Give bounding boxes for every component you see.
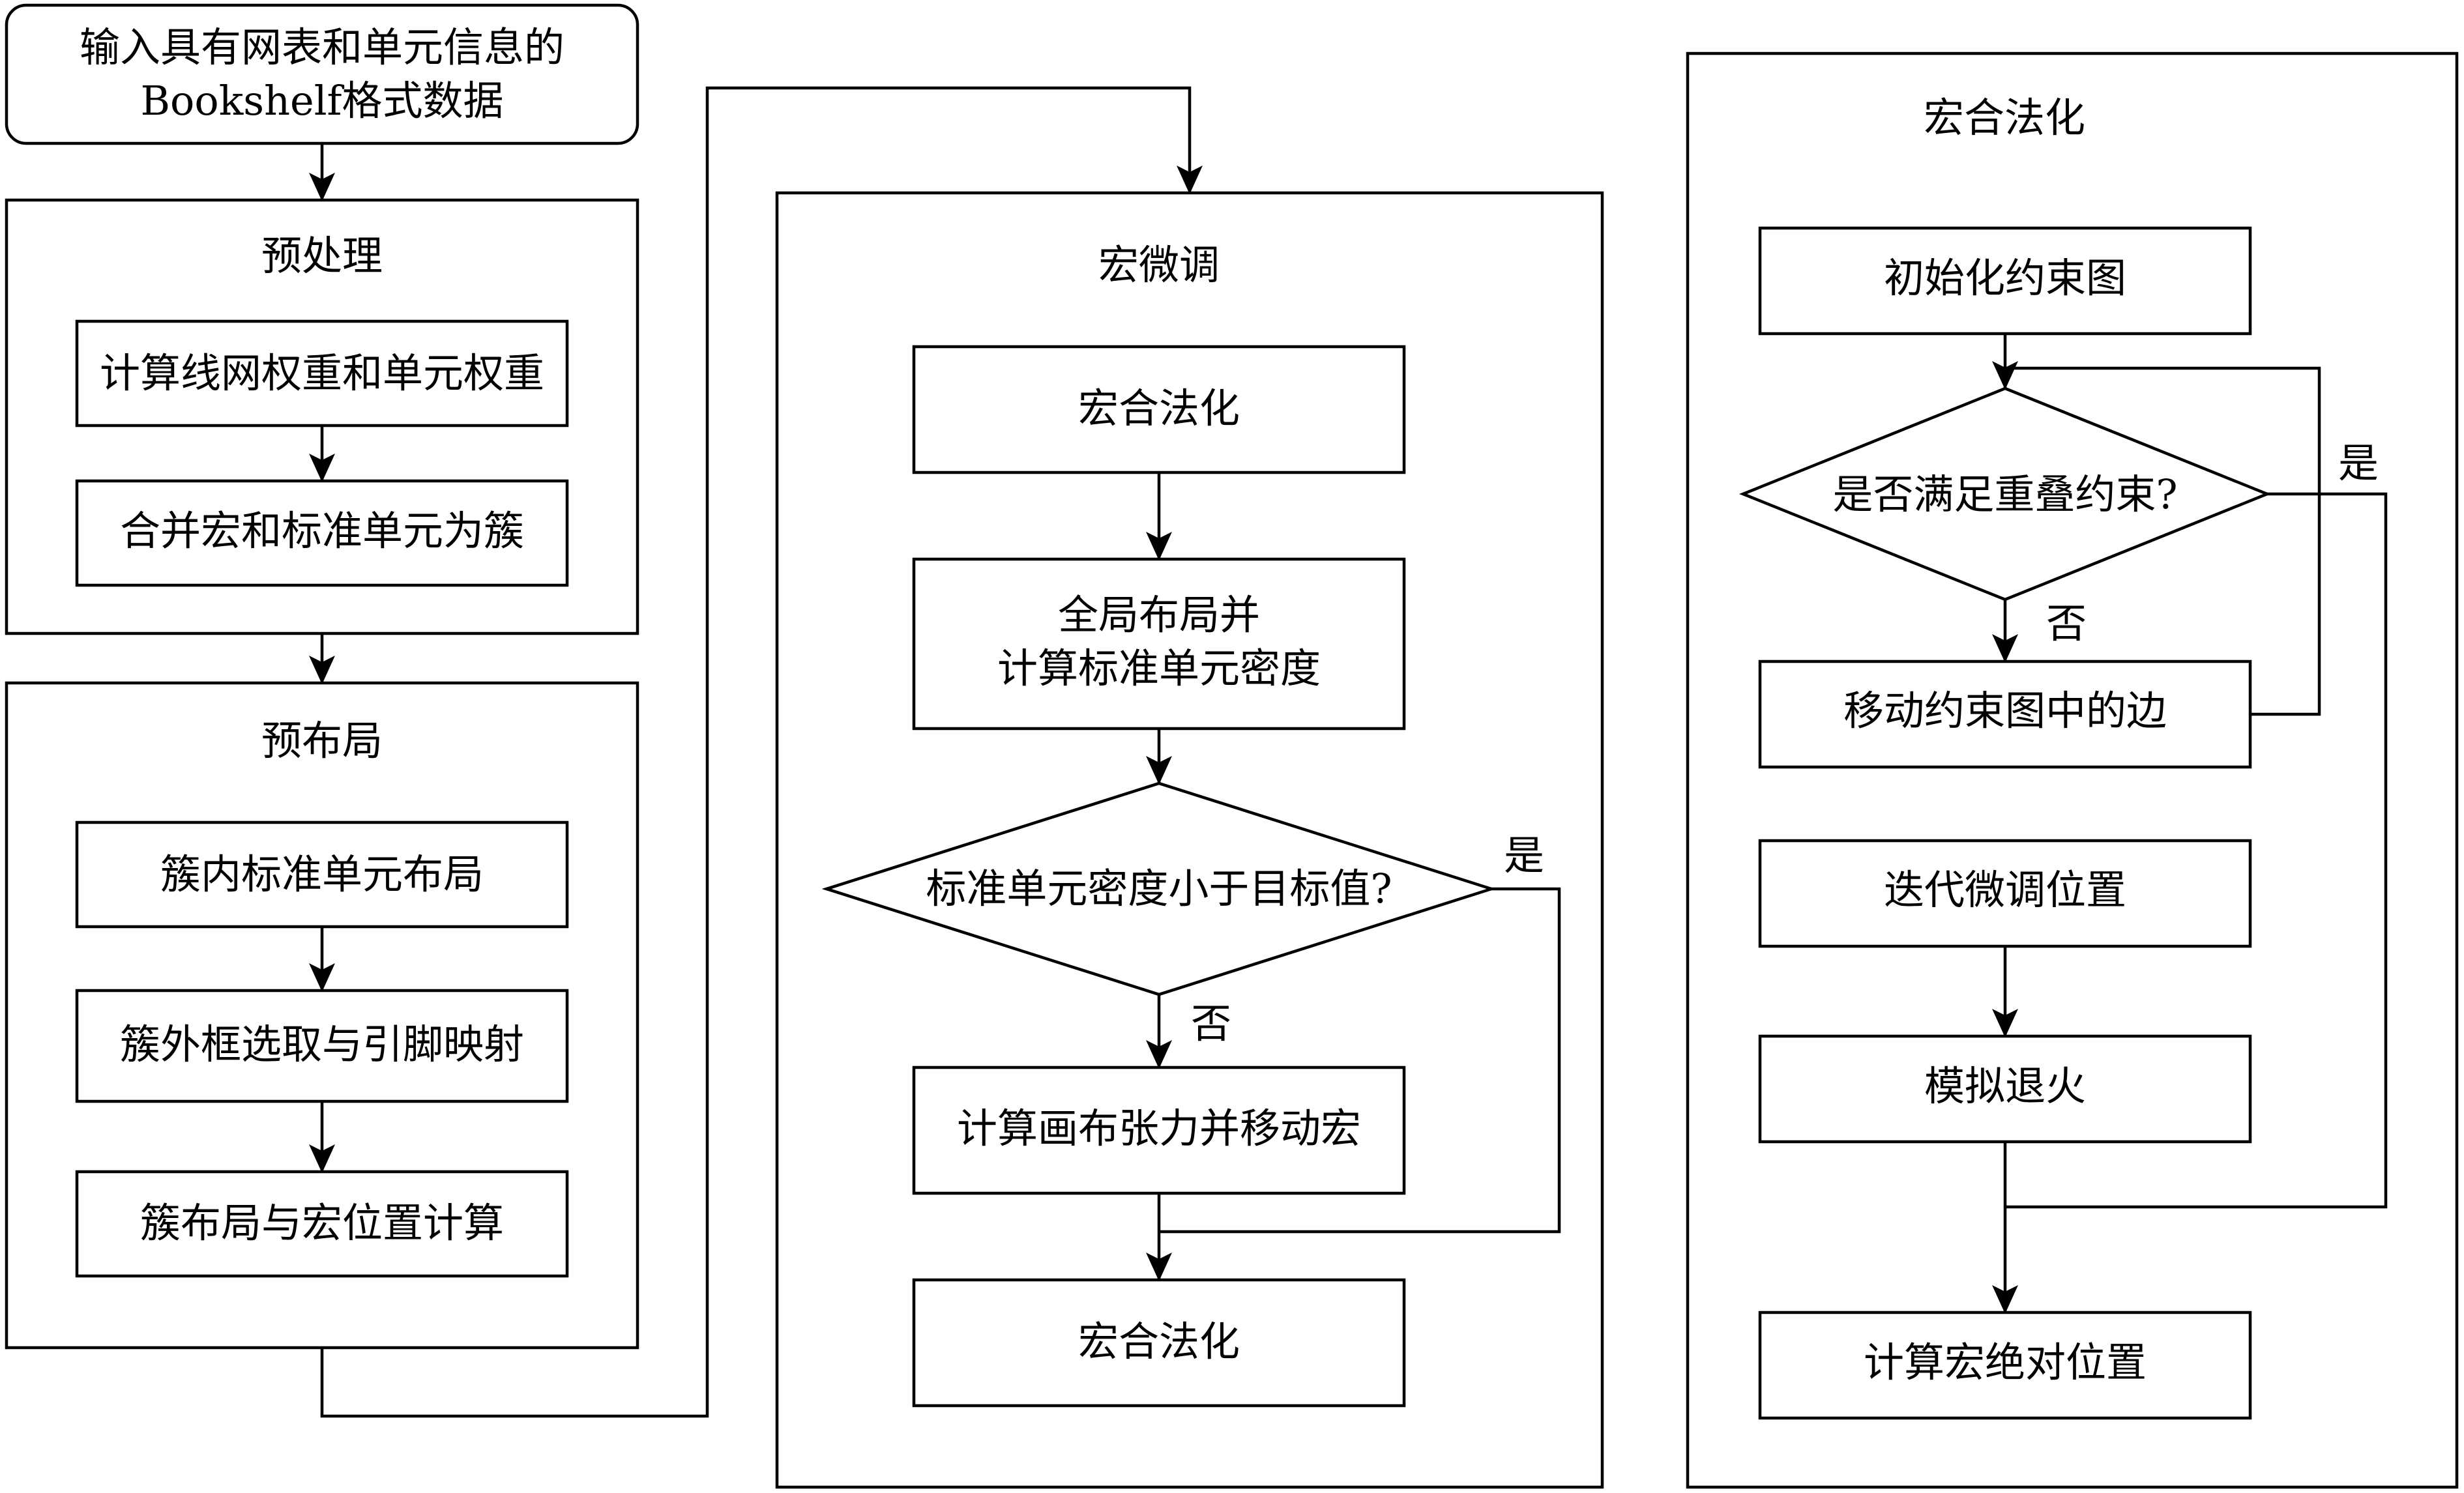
legalize-step5-label: 计算宏绝对位置 — [1864, 1339, 2147, 1386]
refine-step1-box — [912, 345, 1406, 474]
preplace-step1-label: 簇内标准单元布局 — [160, 850, 484, 898]
preplace-title: 预布局 — [261, 717, 383, 764]
input-data-line1: 输入具有网表和单元信息的 — [80, 23, 565, 71]
refine-step3-box — [912, 1065, 1406, 1195]
legalize-step4-label: 模拟退火 — [1924, 1062, 2086, 1110]
refine-step2-line1: 全局布局并 — [1058, 591, 1260, 639]
connector-preplace-to-refine — [320, 86, 1203, 1418]
legalize-title: 宏合法化 — [1924, 94, 2085, 141]
input-data-line2: Bookshelf格式数据 — [140, 77, 503, 124]
legalize-step2-label: 移动约束图中的边 — [1843, 687, 2167, 734]
preprocess-step2-label: 合并宏和标准单元为簇 — [120, 507, 524, 555]
refine-yes-label: 是 — [1504, 832, 1544, 879]
legalize-step3-label: 迭代微调位置 — [1884, 866, 2126, 914]
legalize-step4-box — [1758, 1034, 2252, 1144]
legalize-step2-box — [1758, 660, 2252, 769]
preplace-step2-label: 簇外框选取与引脚映射 — [120, 1021, 524, 1068]
refine-step1-label: 宏合法化 — [1078, 384, 1240, 432]
legalize-decision-label: 是否满足重叠约束? — [1832, 471, 2177, 518]
legalize-step1-label: 初始化约束图 — [1884, 254, 2126, 302]
preprocess-step1-box — [75, 319, 569, 428]
preplace-step3-box — [75, 1170, 569, 1278]
legalize-yes-label: 是 — [2338, 439, 2379, 487]
refine-title: 宏微调 — [1098, 241, 1220, 289]
legalize-no-label: 否 — [2046, 600, 2087, 647]
refine-decision-label: 标准单元密度小于目标值? — [926, 865, 1392, 912]
arrow-legalize-loop-back — [2005, 366, 2321, 716]
legalize-step1-box — [1758, 226, 2252, 336]
refine-step4-box — [912, 1278, 1406, 1408]
refine-no-label: 否 — [1191, 1000, 1231, 1047]
preplace-step3-label: 簇布局与宏位置计算 — [140, 1199, 504, 1247]
arrow-legalize-decision-yes — [2005, 492, 2388, 1209]
legalize-step5-box — [1758, 1311, 2252, 1420]
refine-step2-line2: 计算标准单元密度 — [997, 645, 1321, 692]
preprocess-step2-box — [75, 479, 569, 587]
arrow-refine-decision-yes — [1159, 887, 1561, 1234]
preprocess-step1-label: 计算线网权重和单元权重 — [100, 349, 544, 397]
refine-step4-label: 宏合法化 — [1078, 1318, 1240, 1365]
preprocess-title: 预处理 — [261, 232, 383, 280]
refine-step2-box — [912, 557, 1406, 731]
refine-step3-label: 计算画布张力并移动宏 — [957, 1105, 1361, 1152]
